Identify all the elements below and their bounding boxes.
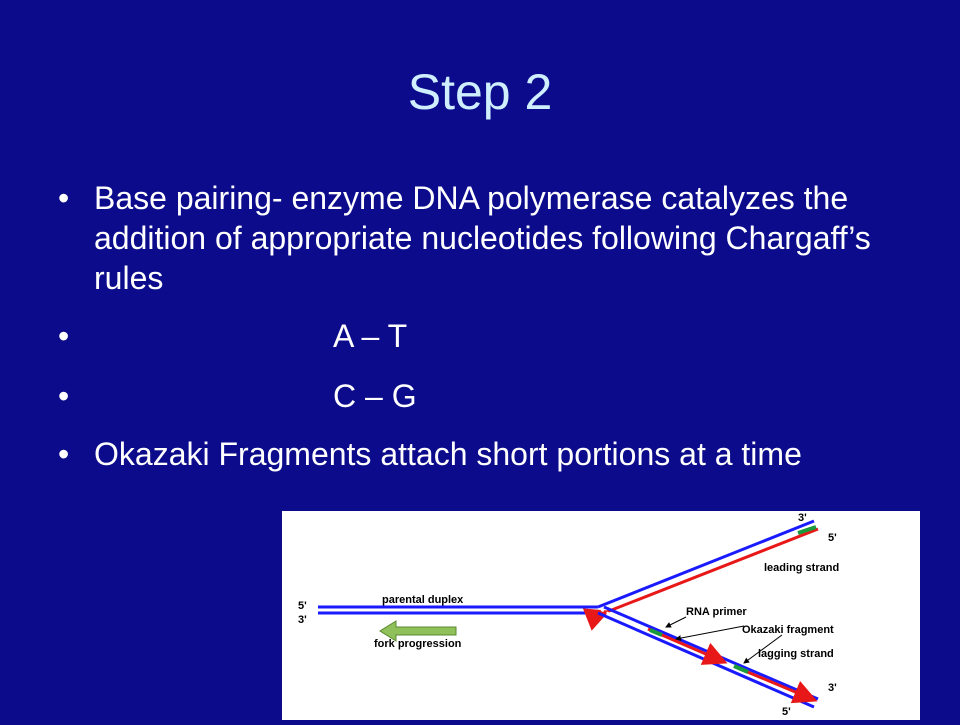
- bullet-base-pairing: • Base pairing- enzyme DNA polymerase ca…: [58, 178, 894, 298]
- label-okazaki-fragment: Okazaki fragment: [742, 624, 834, 636]
- lagging-arm: [597, 605, 819, 709]
- label-bottom-3: 3': [828, 682, 837, 694]
- label-parental-duplex: parental duplex: [382, 594, 464, 606]
- bullet-dot: •: [58, 318, 70, 354]
- bullet-text: A – T: [333, 318, 408, 354]
- label-left-5: 5': [298, 600, 307, 612]
- bullet-a-t: • A – T: [58, 316, 918, 356]
- label-leading-strand: leading strand: [764, 562, 839, 574]
- bullet-text: Base pairing- enzyme DNA polymerase cata…: [94, 180, 871, 296]
- leading-arm: [582, 519, 819, 631]
- bullet-dot: •: [58, 378, 70, 414]
- parental-duplex: [318, 605, 598, 615]
- fork-progression-arrow: [379, 620, 457, 642]
- replication-fork-svg: 3' 5' leading strand 5' 3' parental dupl…: [298, 512, 839, 718]
- label-lagging-strand: lagging strand: [758, 648, 834, 660]
- label-rna-primer: RNA primer: [686, 606, 747, 618]
- label-bottom-5: 5': [782, 706, 791, 718]
- bullet-okazaki: • Okazaki Fragments attach short portion…: [58, 434, 894, 474]
- label-top-3: 3': [798, 512, 807, 524]
- label-top-5: 5': [828, 532, 837, 544]
- label-left-3: 3': [298, 614, 307, 626]
- bullet-dot: •: [58, 436, 70, 472]
- bullet-text: Okazaki Fragments attach short portions …: [94, 436, 802, 472]
- bullet-list: • Base pairing- enzyme DNA polymerase ca…: [58, 178, 918, 474]
- bullet-c-g: • C – G: [58, 376, 918, 416]
- bullet-dot: •: [58, 180, 70, 216]
- replication-fork-diagram: 3' 5' leading strand 5' 3' parental dupl…: [282, 511, 920, 720]
- slide-title: Step 2: [407, 64, 553, 120]
- bullet-text: C – G: [333, 378, 417, 414]
- label-fork-progression: fork progression: [374, 638, 462, 650]
